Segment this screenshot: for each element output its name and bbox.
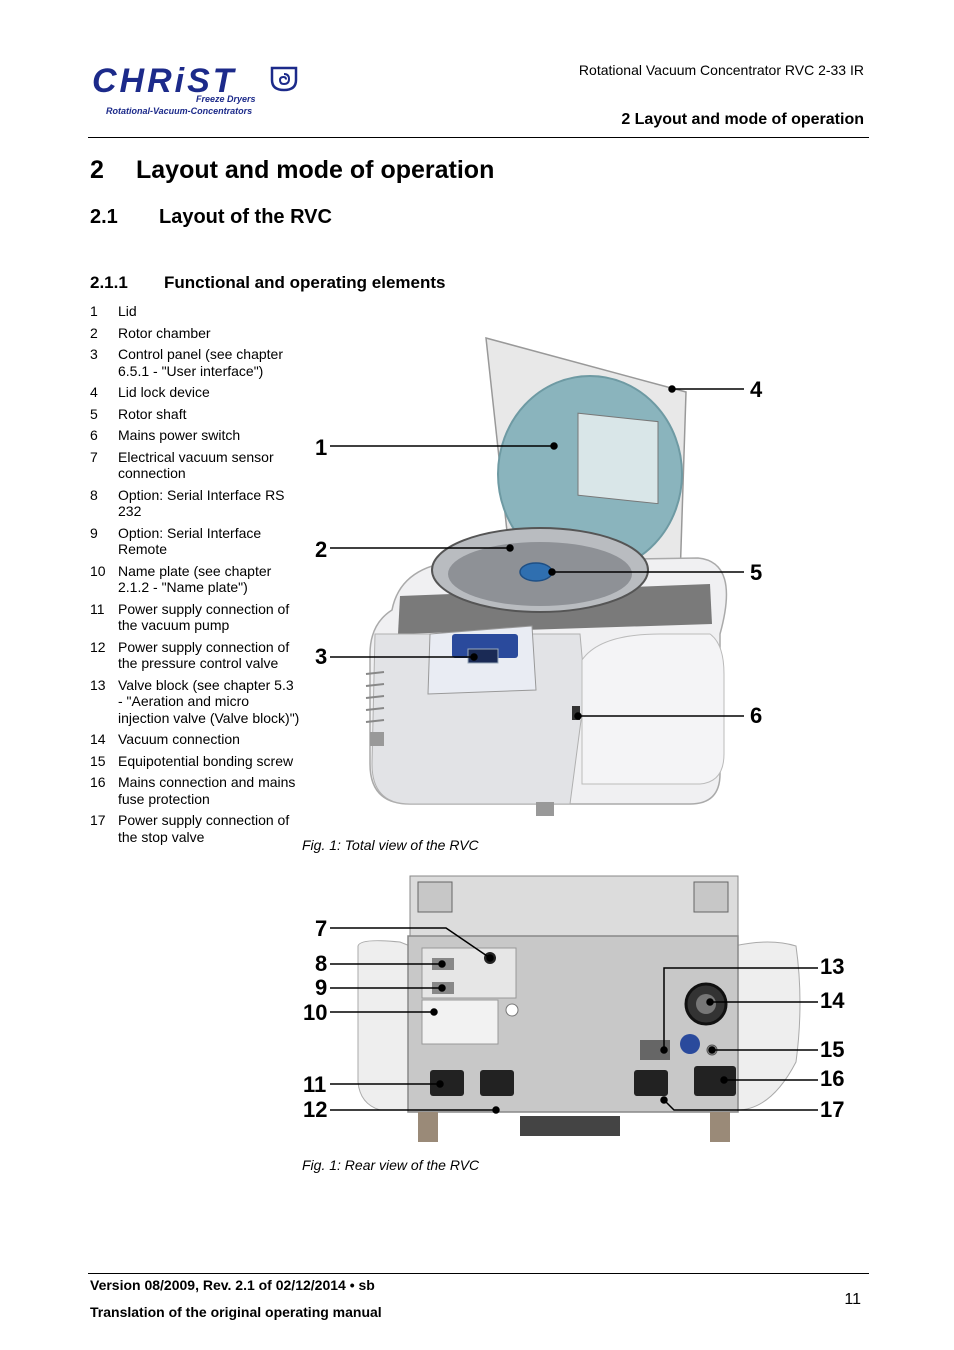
legend-item-number: 14 — [90, 731, 106, 747]
legend-item-number: 11 — [90, 600, 105, 617]
christ-logo: CHRiST Freeze Dryers Rotational-Vacuum-C… — [88, 56, 318, 120]
front-callout-1: 1 — [315, 435, 328, 460]
legend-item-text: Power supply connection of the pressure … — [118, 638, 290, 672]
legend-item-number: 8 — [90, 486, 98, 503]
legend-item: 12 Power supply connection of the pressur… — [90, 639, 300, 672]
legend-item-text: Valve block (see chapter 5.3 - "Aeration… — [118, 676, 300, 726]
rear-callout-16: 16 — [820, 1066, 845, 1091]
section-title: Layout of the RVC — [159, 206, 332, 228]
front-callout-2: 2 — [315, 537, 328, 562]
chapter-title: Layout and mode of operation — [136, 156, 495, 184]
legend-item-text: Mains connection and mains fuse protecti… — [118, 774, 296, 807]
front-view-figure — [330, 336, 744, 816]
legend-item-number: 12 — [90, 638, 106, 655]
legend-item-text: Equipotential bonding screw — [118, 752, 294, 769]
legend-item-text: Name plate (see chapter 2.1.2 - "Name pl… — [118, 562, 272, 596]
legend-item: 7 Electrical vacuum sensor connection — [90, 449, 300, 482]
legend-item-number: 3 — [90, 346, 98, 362]
header-section-title: 2 Layout and mode of operation — [621, 111, 864, 128]
legend-item-number: 1 — [90, 303, 98, 319]
legend-item-number: 15 — [90, 752, 106, 769]
legend-item-number: 10 — [90, 562, 106, 579]
legend-item-number: 7 — [90, 448, 98, 465]
legend-item-text: Power supply connection of the vacuum pu… — [118, 600, 290, 634]
legend-item-text: Lid lock device — [118, 384, 210, 400]
subsection-title: Functional and operating elements — [164, 273, 446, 292]
rear-callout-8: 8 — [315, 951, 328, 976]
section-number: 2.1 — [90, 206, 118, 228]
legend-item-text: Rotor chamber — [118, 324, 211, 341]
front-callout-3: 3 — [315, 644, 328, 669]
front-callout-5: 5 — [750, 560, 763, 585]
rear-callout-14: 14 — [820, 988, 845, 1013]
legend-item-number: 13 — [90, 676, 106, 693]
legend-item: 10 Name plate (see chapter 2.1.2 - "Name … — [90, 563, 300, 596]
chapter-number: 2 — [90, 156, 104, 184]
legend-item: 13 Valve block (see chapter 5.3 - "Aerati… — [90, 677, 300, 727]
legend-item: 5 Rotor shaft — [90, 406, 300, 423]
logo-tagline-freeze-dryers: Freeze Dryers — [196, 94, 256, 104]
legend-item-number: 5 — [90, 405, 98, 422]
chapter-heading: 2 Layout and mode of operation — [90, 156, 494, 185]
front-figure-caption: Fig. 1: Total view of the RVC — [302, 837, 479, 853]
rear-callout-12: 12 — [303, 1097, 328, 1122]
legend-item-text: Vacuum connection — [118, 731, 240, 747]
logo-tagline-rvc: Rotational-Vacuum-Concentrators — [106, 106, 253, 116]
legend-item: 15 Equipotential bonding screw — [90, 753, 300, 770]
christ-swirl-icon — [270, 66, 298, 92]
page-number: 11 — [844, 1291, 861, 1308]
legend-item: 3 Control panel (see chapter 6.5.1 - "Use… — [90, 346, 300, 379]
rear-callout-17: 17 — [820, 1097, 845, 1122]
legend-item: 2 Rotor chamber — [90, 325, 300, 342]
rear-callout-10: 10 — [303, 1000, 328, 1025]
legend-item-number: 17 — [90, 812, 106, 828]
rear-callout-15: 15 — [820, 1037, 845, 1062]
legend-item: 17 Power supply connection of the stop va… — [90, 812, 300, 845]
header-doc-title: Rotational Vacuum Concentrator RVC 2-33 … — [578, 62, 864, 78]
legend-item: 16 Mains connection and mains fuse protec… — [90, 774, 300, 807]
legend-item: 6 Mains power switch — [90, 427, 300, 444]
legend-item-text: Mains power switch — [118, 427, 241, 443]
footer-version: Version 08/2009, Rev. 2.1 of 02/12/2014 … — [90, 1277, 375, 1293]
rear-callout-11: 11 — [303, 1072, 327, 1097]
legend-item-text: Electrical vacuum sensor connection — [118, 448, 274, 482]
legend-item-number: 2 — [90, 324, 98, 341]
legend-item-text: Lid — [118, 303, 137, 319]
legend-item-number: 6 — [90, 427, 98, 443]
subsection-heading: 2.1.1 Functional and operating elements — [90, 273, 445, 293]
legend-item-text: Control panel (see chapter 6.5.1 - "User… — [118, 346, 283, 379]
subsection-number: 2.1.1 — [90, 273, 128, 292]
logo-wordmark: CHRiST — [92, 62, 237, 100]
front-callout-6: 6 — [750, 703, 763, 728]
rear-figure-caption: Fig. 1: Rear view of the RVC — [302, 1157, 480, 1173]
legend-item-number: 16 — [90, 774, 106, 790]
section-heading: 2.1 Layout of the RVC — [90, 206, 332, 229]
footer-translation-note: Translation of the original operating ma… — [90, 1304, 382, 1320]
legend-item: 11 Power supply connection of the vacuum … — [90, 601, 300, 634]
rear-callout-7: 7 — [315, 916, 328, 941]
front-callout-4: 4 — [750, 377, 763, 402]
legend-item-number: 9 — [90, 524, 98, 541]
rear-view-figure — [330, 875, 818, 1142]
legend-item: 14 Vacuum connection — [90, 731, 300, 748]
element-legend-list: 1 Lid 2 Rotor chamber 3 Control panel (see ch… — [90, 303, 300, 850]
legend-item: 8 Option: Serial Interface RS 232 — [90, 487, 300, 520]
header-divider — [88, 137, 869, 138]
legend-item-text: Option: Serial Interface Remote — [118, 524, 262, 558]
legend-item-text: Rotor shaft — [118, 405, 187, 422]
footer-divider — [88, 1273, 869, 1274]
legend-item: 1 Lid — [90, 303, 300, 320]
legend-item: 9 Option: Serial Interface Remote — [90, 525, 300, 558]
rear-callout-13: 13 — [820, 954, 845, 979]
legend-item: 4 Lid lock device — [90, 384, 300, 401]
legend-item-text: Option: Serial Interface RS 232 — [118, 486, 285, 520]
legend-item-text: Power supply connection of the stop valv… — [118, 812, 290, 845]
rear-callout-9: 9 — [315, 975, 328, 1000]
legend-item-number: 4 — [90, 384, 98, 400]
